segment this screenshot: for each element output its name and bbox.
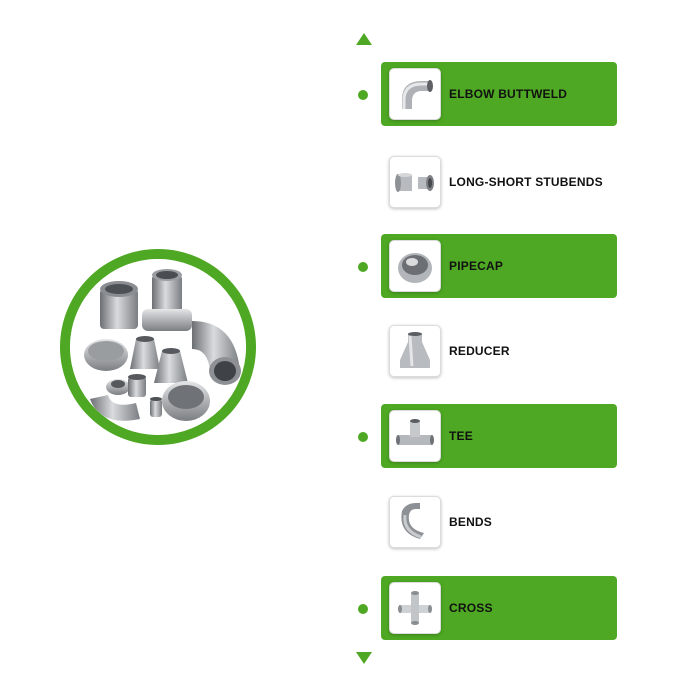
fitting-item-bends[interactable]: BENDS — [381, 490, 617, 554]
fitting-item-label: REDUCER — [449, 344, 510, 358]
fitting-item-label: LONG-SHORT STUBENDS — [449, 175, 603, 189]
fitting-item-tee[interactable]: TEE — [381, 404, 617, 468]
fitting-item-pipecap[interactable]: PIPECAP — [381, 234, 617, 298]
tee-fitting-icon — [389, 410, 441, 462]
fitting-item-long-short-stubends[interactable]: LONG-SHORT STUBENDS — [381, 150, 617, 214]
stubend-fitting-icon — [389, 156, 441, 208]
elbow-fitting-icon — [389, 68, 441, 120]
scroll-down-arrow-icon[interactable] — [356, 652, 372, 664]
cross-fitting-icon — [389, 582, 441, 634]
active-indicator-dot — [358, 604, 368, 614]
fitting-item-label: CROSS — [449, 601, 493, 615]
bend-fitting-icon — [389, 496, 441, 548]
scroll-up-arrow-icon[interactable] — [356, 33, 372, 45]
active-indicator-dot — [358, 262, 368, 272]
active-indicator-dot — [358, 432, 368, 442]
hero-image-ring — [60, 249, 256, 445]
fitting-item-label: PIPECAP — [449, 259, 504, 273]
pipe-fittings-image — [70, 259, 246, 435]
fitting-item-label: BENDS — [449, 515, 493, 529]
fitting-item-reducer[interactable]: REDUCER — [381, 319, 617, 383]
fitting-item-elbow-buttweld[interactable]: ELBOW BUTTWELD — [381, 62, 617, 126]
active-indicator-dot — [358, 90, 368, 100]
fitting-item-cross[interactable]: CROSS — [381, 576, 617, 640]
fitting-item-label: ELBOW BUTTWELD — [449, 87, 568, 101]
pipecap-fitting-icon — [389, 240, 441, 292]
reducer-fitting-icon — [389, 325, 441, 377]
fitting-item-label: TEE — [449, 429, 473, 443]
